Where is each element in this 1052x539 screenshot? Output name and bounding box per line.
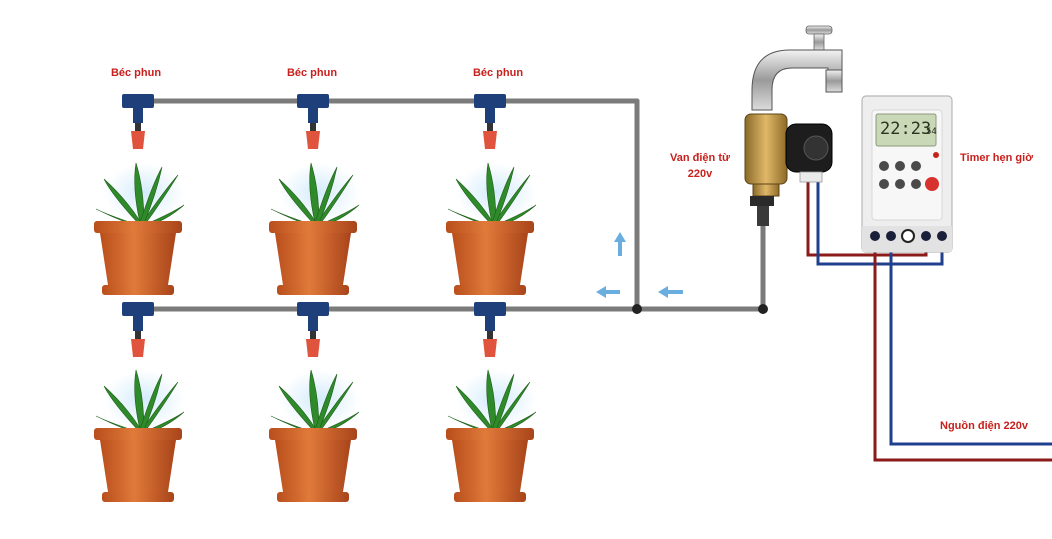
spray-nozzle-icon: [122, 302, 154, 357]
potted-plant-icon: [94, 369, 185, 502]
potted-plant-icon: [269, 162, 360, 295]
nozzle-label-3: Béc phun: [472, 67, 524, 79]
valve-label-line2: 220v: [687, 168, 713, 180]
potted-plant-icon: [269, 369, 360, 502]
solenoid-valve-icon: [744, 113, 833, 226]
spray-nozzle-icon: [297, 94, 329, 149]
potted-plant-icon: [446, 369, 537, 502]
spray-nozzle-icon: [474, 94, 506, 149]
spray-nozzle-icon: [474, 302, 506, 357]
potted-plant-icon: [446, 162, 537, 295]
plant-group: [94, 162, 537, 502]
power-label: Nguồn điện 220v: [940, 420, 1029, 432]
faucet-icon: [751, 25, 843, 111]
pipe-junction: [758, 304, 768, 314]
pipe-junction: [632, 304, 642, 314]
nozzle-group: [122, 94, 506, 357]
timer-display-time: 22:23: [880, 119, 932, 139]
nozzle-label-2: Béc phun: [286, 67, 338, 79]
valve-label-line1: Van điện từ: [670, 152, 730, 164]
spray-nozzle-icon: [297, 302, 329, 357]
potted-plant-icon: [94, 162, 185, 295]
timer-device-icon: [861, 95, 953, 253]
timer-display-seconds: 54: [926, 127, 937, 137]
spray-nozzle-icon: [122, 94, 154, 149]
pipes: [127, 98, 766, 313]
flow-arrow-icon: [596, 232, 683, 298]
timer-label: Timer hẹn giờ: [960, 152, 1034, 164]
nozzle-label-1: Béc phun: [110, 67, 162, 79]
